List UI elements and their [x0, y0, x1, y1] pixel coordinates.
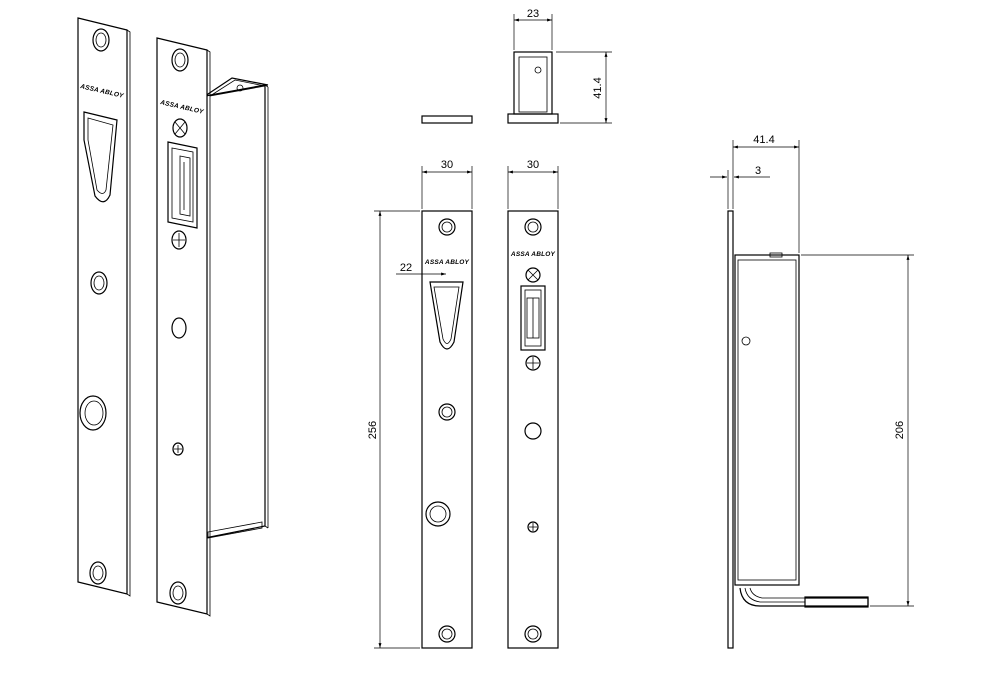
screw-hole [90, 271, 108, 295]
strike-slot [83, 111, 118, 203]
screw-hole [438, 218, 456, 236]
dim-rear-width: 30 [527, 159, 539, 171]
screw-hole [438, 403, 456, 421]
iso-lock-body: ASSA ABLOY [156, 37, 269, 617]
phillips-screw-icon [171, 230, 187, 250]
screw-hole [171, 48, 189, 72]
spindle-hole [171, 317, 187, 339]
front-strike-plate: ASSA ABLOY 30 22 256 [367, 159, 473, 649]
phillips-screw-icon [525, 355, 541, 371]
cylinder-hole [79, 395, 107, 431]
dim-body-length: 206 [894, 421, 906, 439]
screw-hole [438, 625, 456, 643]
dim-slot-offset: 22 [400, 262, 412, 274]
phillips-screw-icon [525, 267, 541, 283]
brand-logo-front: ASSA ABLOY [424, 259, 470, 266]
screw-hole [92, 28, 110, 52]
iso-strike-plate: ASSA ABLOY [77, 17, 131, 597]
dim-faceplate-length: 256 [367, 421, 379, 439]
latch-window [520, 285, 546, 351]
screw-hole [89, 561, 107, 585]
phillips-screw-icon [172, 118, 188, 138]
screw-hole [169, 581, 187, 605]
brand-logo-faceplate: ASSA ABLOY [510, 251, 556, 258]
front-lock-faceplate: ASSA ABLOY 30 [507, 159, 559, 649]
dim-cover-width: 23 [527, 8, 539, 20]
dim-side-depth: 41.4 [753, 134, 774, 146]
spindle-hole [524, 422, 542, 440]
screw-hole [524, 218, 542, 236]
small-screw-icon [527, 521, 539, 533]
dim-front-width: 30 [441, 159, 453, 171]
strike-slot [429, 281, 464, 350]
dim-flange: 3 [755, 165, 761, 177]
screw-hole [524, 625, 542, 643]
latch-window [167, 141, 198, 229]
dim-cover-height: 41.4 [592, 77, 604, 98]
small-screw-icon [172, 442, 184, 456]
side-view: 41.4 3 206 [710, 134, 914, 649]
cylinder-hole [425, 501, 451, 527]
top-cover-view: 23 41.4 [421, 8, 612, 124]
